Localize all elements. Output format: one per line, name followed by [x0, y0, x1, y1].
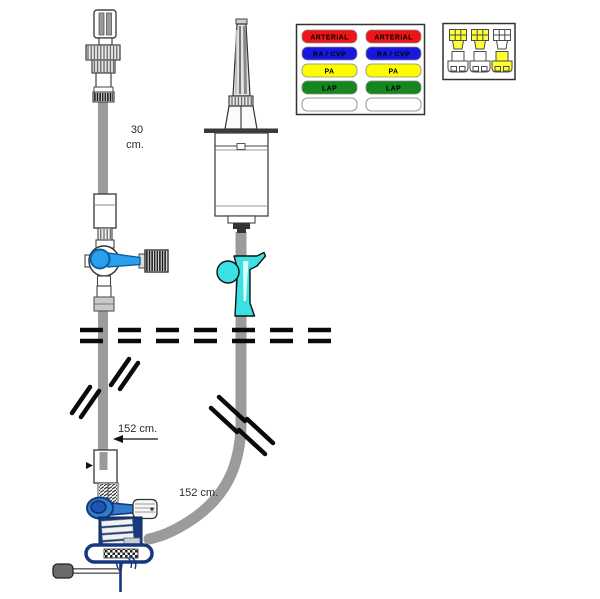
cap-body: [93, 9, 117, 39]
curve-slash-1b: [208, 405, 240, 435]
legend-column-1: ARTERIAL RA / CVP PA LAP: [301, 29, 358, 112]
lower-tube-segment: [96, 285, 112, 299]
label-ra-cvp-2-text: RA / CVP: [377, 52, 410, 59]
ribbed-collar-texture: [87, 46, 119, 59]
ribbed-collar-2-texture: [93, 61, 114, 72]
transducer-base-hatch: [103, 548, 139, 559]
male-luer-cap-assembly: [85, 9, 121, 103]
label-arterial-2: [365, 29, 422, 44]
luer-body: [95, 72, 112, 89]
roller-clamp-wheel: [216, 260, 240, 284]
spike-collar-texture: [230, 97, 252, 105]
left-slash-2a: [69, 384, 93, 416]
label-pa-2: [365, 63, 422, 78]
tube-break-dashes: [80, 327, 338, 344]
transducer-icon-1: [447, 51, 469, 73]
left-slash-1a: [108, 356, 132, 388]
transducer-knob-center: [90, 500, 107, 514]
tube-inside-connector: [99, 452, 108, 470]
spike-stripe-3: [235, 29, 238, 95]
chamber-notch: [236, 143, 246, 150]
manifold-icon-3: [493, 29, 511, 50]
length-30-value: 30: [131, 124, 143, 136]
connector-housing: [93, 193, 117, 229]
stopcock-handle-knob: [89, 248, 111, 270]
manifold-icon-1: [449, 29, 467, 50]
label-ra-cvp-2: [365, 46, 422, 61]
length-arrow-head: [113, 435, 123, 443]
cap-slot-left: [98, 12, 105, 36]
cable-connector-plug: [52, 563, 74, 579]
label-arterial-text: ARTERIAL: [310, 35, 349, 42]
label-ra-cvp-text: RA / CVP: [313, 52, 346, 59]
curve-slash-1a: [216, 394, 248, 424]
label-lap: [301, 80, 358, 95]
piercing-spike: [204, 18, 278, 133]
roller-clamp-slot: [243, 261, 249, 301]
chamber-outlet: [227, 215, 256, 224]
label-blank-2: [365, 97, 422, 112]
three-way-stopcock: [84, 245, 169, 312]
luer-flange: [93, 86, 114, 93]
length-30-unit: cm.: [126, 139, 144, 151]
left-slash-1b: [117, 360, 141, 392]
legend-column-2: ARTERIAL RA / CVP PA LAP: [365, 29, 422, 112]
transducer-icon-3: [491, 51, 513, 73]
cap-neck: [98, 37, 113, 46]
label-lap-2-text: LAP: [386, 86, 401, 93]
roller-clamp: [216, 251, 267, 317]
stopcock-bottom-port: [96, 275, 112, 287]
spike-stripe-2: [243, 25, 247, 95]
mounting-options-panel: [442, 22, 516, 81]
left-tube-lower: [98, 311, 108, 453]
length-label-152cm-right: 152 cm.: [179, 487, 218, 499]
mid-connector: [93, 193, 117, 249]
curve-slash-2b: [236, 427, 268, 457]
label-pa-text: PA: [324, 69, 334, 76]
label-lap-2: [365, 80, 422, 95]
ribbed-grip-texture: [94, 93, 113, 101]
label-pa-2-text: PA: [388, 69, 398, 76]
left-slash-2b: [78, 388, 102, 420]
manifold-icon-2: [471, 29, 489, 50]
spike-flange: [204, 128, 278, 133]
label-sheet-legend: ARTERIAL RA / CVP PA LAP ARTERIAL RA / C…: [295, 23, 426, 116]
curved-pressure-tube: [143, 419, 247, 545]
tube-break-slashes: [69, 356, 276, 457]
curve-slash-2a: [244, 416, 276, 446]
spike-tip-cap: [235, 18, 248, 25]
cap-port-dot: [150, 507, 154, 511]
chamber-outlet-cap: [233, 223, 250, 229]
label-lap-text: LAP: [322, 86, 337, 93]
roller-clamp-body: [233, 251, 267, 317]
label-blank: [301, 97, 358, 112]
stopcock-handle: [89, 248, 141, 270]
label-pa: [301, 63, 358, 78]
left-tube-upper: [98, 102, 108, 194]
drip-chamber: [214, 132, 269, 233]
pointer-arrow: [86, 462, 93, 469]
cap-slot-right: [106, 12, 112, 36]
label-ra-cvp: [301, 46, 358, 61]
label-arterial-2-text: ARTERIAL: [374, 35, 413, 42]
transducer-icon-2: [469, 51, 491, 73]
length-label-152cm-left: 152 cm.: [113, 423, 158, 443]
length-152-left-text: 152 cm.: [118, 423, 157, 435]
chamber-outlet-nub: [237, 229, 246, 233]
ribbed-joint-texture: [99, 229, 111, 239]
pressure-transducer: [52, 496, 158, 592]
length-label-30cm: 30 cm.: [126, 124, 144, 151]
vented-cap-texture: [146, 251, 167, 271]
label-arterial: [301, 29, 358, 44]
